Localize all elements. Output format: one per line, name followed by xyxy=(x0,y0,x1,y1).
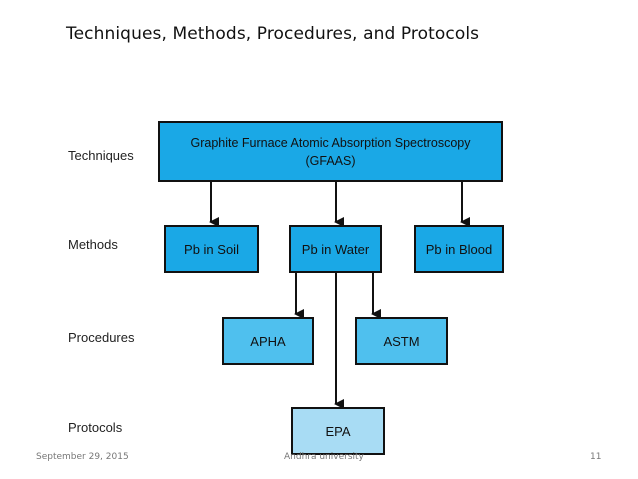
footer-date: September 29, 2015 xyxy=(36,452,129,462)
method-label-water: Pb in Water xyxy=(301,241,370,257)
technique-box-gfaas: Graphite Furnace Atomic Absorption Spect… xyxy=(158,121,503,182)
method-label-blood: Pb in Blood xyxy=(425,241,493,257)
protocol-box-epa: EPA xyxy=(291,407,385,455)
footer-page-number: 11 xyxy=(590,452,602,462)
procedure-box-apha: APHA xyxy=(222,317,314,365)
procedure-label-apha: APHA xyxy=(250,333,286,349)
footer-center-text: Andhra university xyxy=(284,452,364,462)
method-box-pb-in-soil: Pb in Soil xyxy=(164,225,259,273)
procedure-box-astm: ASTM xyxy=(355,317,448,365)
method-box-pb-in-blood: Pb in Blood xyxy=(414,225,504,273)
row-label-techniques: Techniques xyxy=(68,148,134,163)
row-label-protocols: Protocols xyxy=(68,420,123,435)
protocol-label-epa: EPA xyxy=(325,423,351,439)
method-box-pb-in-water: Pb in Water xyxy=(289,225,382,273)
row-label-methods: Methods xyxy=(68,237,118,252)
technique-line2: (GFAAS) xyxy=(305,153,356,168)
technique-line1: Graphite Furnace Atomic Absorption Spect… xyxy=(190,135,471,150)
method-label-soil: Pb in Soil xyxy=(184,241,239,257)
row-label-procedures: Procedures xyxy=(68,330,135,345)
procedure-label-astm: ASTM xyxy=(383,333,420,349)
slide-title: Techniques, Methods, Procedures, and Pro… xyxy=(66,24,480,44)
